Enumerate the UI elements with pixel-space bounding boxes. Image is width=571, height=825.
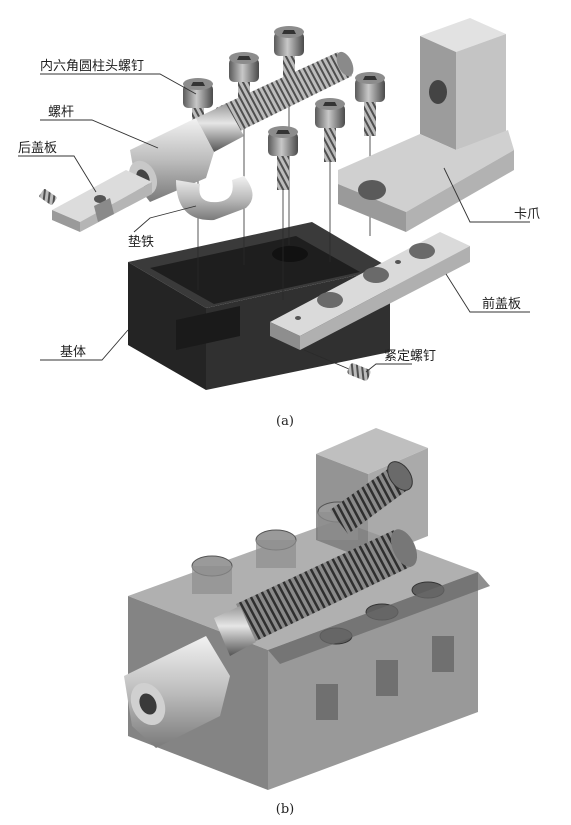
caption-b: (b) <box>276 802 294 817</box>
socket-head-screw <box>268 126 298 190</box>
jaw-thread <box>330 461 413 534</box>
label-front-cover: 前盖板 <box>482 296 521 312</box>
rear-cover-plate <box>39 170 152 232</box>
label-leader-lines <box>18 73 530 373</box>
front-cover-plate <box>270 232 470 350</box>
caption-a: (a) <box>276 414 294 429</box>
socket-head-screw <box>355 72 385 136</box>
label-set-screw: 紧定螺钉 <box>384 349 436 364</box>
washer-block <box>176 176 253 221</box>
jaw-block <box>338 18 514 232</box>
socket-head-screw <box>315 98 345 162</box>
label-washer: 垫铁 <box>128 234 154 250</box>
lead-screw <box>128 51 354 202</box>
label-rear-cover: 后盖板 <box>18 141 57 156</box>
figure-b-assembled-view: (b) <box>124 428 490 817</box>
set-screw <box>303 349 371 381</box>
label-lead-screw: 螺杆 <box>48 105 74 120</box>
front-cover-translucent <box>268 572 490 664</box>
base-bore-outlines <box>316 636 454 720</box>
lead-screw <box>124 529 418 748</box>
label-socket-screws: 内六角圆柱头螺钉 <box>40 58 144 74</box>
socket-head-screw <box>274 26 304 78</box>
label-jaw: 卡爪 <box>514 207 540 222</box>
label-base: 基体 <box>60 345 86 360</box>
figure-a-exploded-view: 内六角圆柱头螺钉 螺杆 后盖板 垫铁 卡爪 前盖板 基体 紧定螺钉 (a) <box>18 18 540 429</box>
